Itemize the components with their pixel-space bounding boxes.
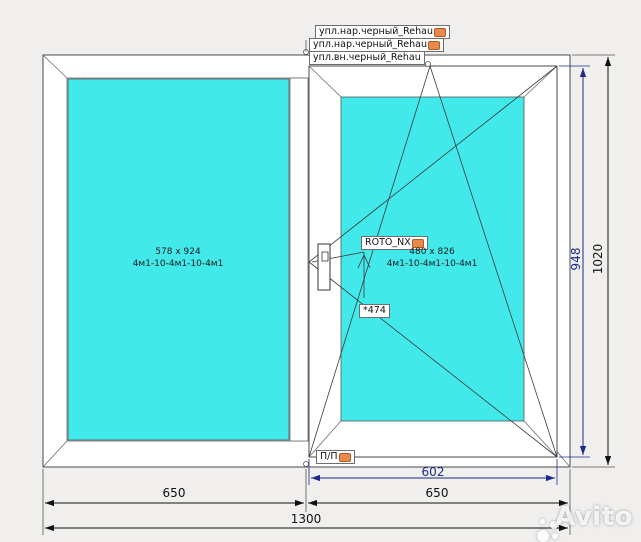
right-glass-size: 480 x 826 xyxy=(409,247,455,257)
fitting-label: ROTO_NX xyxy=(365,237,411,248)
left-glass-size: 578 x 924 xyxy=(155,247,201,257)
mullion xyxy=(289,77,309,442)
total-width-value: 1300 xyxy=(290,512,322,526)
handle-icon[interactable] xyxy=(317,243,331,291)
seal-inner-tag[interactable]: упл.вн.черный_Rehau xyxy=(309,51,425,65)
left-width-value: 650 xyxy=(162,486,186,500)
fitting-tag[interactable]: ROTO_NX xyxy=(361,236,428,250)
handle-height-tag[interactable]: *474 xyxy=(359,304,390,318)
seal-outer-tag-2[interactable]: упл.нар.черный_Rehau xyxy=(309,38,445,52)
handle-height-label: *474 xyxy=(363,305,386,316)
sash-height-value: 948 xyxy=(569,247,583,271)
right-glass-formula: 4м1-10-4м1-10-4м1 xyxy=(386,259,478,269)
right-glass-info: 480 x 826 4м1-10-4м1-10-4м1 xyxy=(352,246,512,270)
left-glass-formula: 4м1-10-4м1-10-4м1 xyxy=(132,259,224,269)
seal-outer-label-1: упл.нар.черный_Rehau xyxy=(319,26,434,37)
marker-icon xyxy=(434,28,447,37)
marker-icon xyxy=(411,239,424,248)
left-glass-info: 578 x 924 4м1-10-4м1-10-4м1 xyxy=(98,246,258,270)
sill-profile-label: П/П xyxy=(320,451,338,462)
total-height-value: 1020 xyxy=(591,243,605,275)
seal-outer-label-2: упл.нар.черный_Rehau xyxy=(313,39,428,50)
joint-markers xyxy=(303,49,431,467)
vertical-dimensions xyxy=(559,54,615,468)
seal-outer-tag-1[interactable]: упл.нар.черный_Rehau xyxy=(315,25,451,39)
watermark-text: Avito xyxy=(555,502,633,532)
seal-inner-label: упл.вн.черный_Rehau xyxy=(313,52,421,63)
marker-icon xyxy=(428,41,441,50)
sash-width-value: 602 xyxy=(421,465,445,479)
opening-lines xyxy=(308,65,558,458)
right-width-value: 650 xyxy=(425,486,449,500)
horizontal-dimensions xyxy=(42,459,571,535)
marker-icon xyxy=(338,453,351,462)
sash xyxy=(308,65,558,458)
sill-profile-tag[interactable]: П/П xyxy=(316,450,355,464)
left-glass xyxy=(67,78,290,441)
